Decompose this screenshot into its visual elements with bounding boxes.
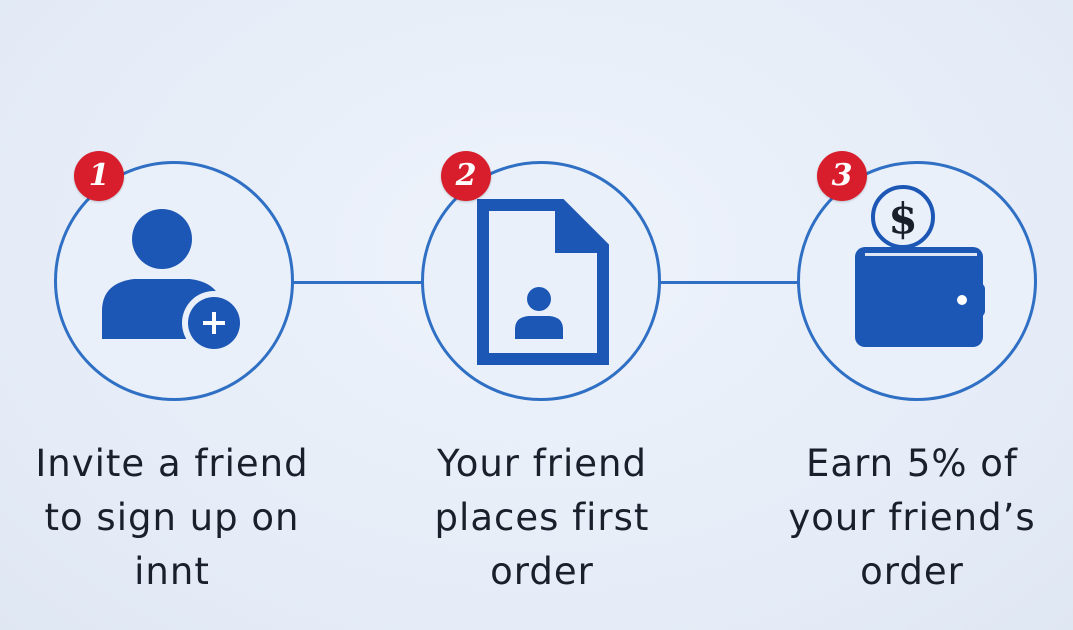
step-3-caption-line: order bbox=[860, 550, 964, 593]
step-1-caption-line: Invite a friend bbox=[35, 442, 309, 485]
step-1: 1 bbox=[54, 151, 294, 401]
step-3-caption-line: Earn 5% of bbox=[806, 442, 1018, 485]
step-2: 2 bbox=[421, 151, 661, 401]
connector-line-2-3 bbox=[661, 281, 801, 284]
step-3-caption-line: your friend’s bbox=[788, 496, 1036, 539]
step-2-caption-line: places first bbox=[434, 496, 650, 539]
step-2-caption-line: Your friend bbox=[437, 442, 647, 485]
document-profile-icon bbox=[477, 199, 609, 365]
step-1-number-badge: 1 bbox=[74, 151, 124, 201]
step-1-caption-line: innt bbox=[134, 550, 210, 593]
connector-line-1-2 bbox=[293, 281, 423, 284]
step-3-number-badge: 3 bbox=[817, 151, 867, 201]
add-user-icon bbox=[102, 209, 246, 355]
step-2-caption: Your friend places first order bbox=[372, 437, 712, 599]
step-1-caption-line: to sign up on bbox=[44, 496, 300, 539]
step-3-caption: Earn 5% of your friend’s order bbox=[742, 437, 1073, 599]
step-2-number-badge: 2 bbox=[441, 151, 491, 201]
step-3: $ 3 bbox=[797, 151, 1037, 401]
wallet-dollar-icon: $ bbox=[855, 185, 985, 347]
step-2-caption-line: order bbox=[490, 550, 594, 593]
svg-text:$: $ bbox=[888, 194, 917, 243]
step-1-caption: Invite a friend to sign up on innt bbox=[2, 437, 342, 599]
